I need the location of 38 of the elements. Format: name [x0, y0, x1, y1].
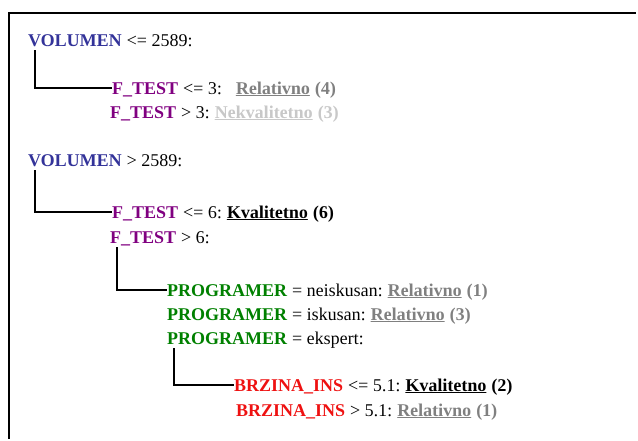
count-text: (3)	[450, 304, 471, 324]
tree-connector	[34, 170, 112, 213]
class-label: Relativno	[370, 304, 445, 324]
attribute-name: PROGRAMER	[167, 304, 287, 324]
condition-text: = ekspert:	[292, 328, 364, 348]
attribute-name: F_TEST	[112, 78, 178, 98]
attribute-name: VOLUMEN	[28, 30, 122, 50]
attribute-name: BRZINA_INS	[234, 375, 344, 395]
condition-text: > 6:	[181, 227, 210, 247]
attribute-name: F_TEST	[110, 102, 176, 122]
class-label: Kvalitetno	[226, 202, 308, 222]
count-text: (1)	[466, 280, 488, 300]
tree-connector	[34, 50, 112, 89]
count-text: (1)	[476, 400, 498, 420]
condition-text: <= 2589:	[126, 30, 192, 50]
class-label: Relativno	[397, 400, 472, 420]
condition-text: <= 5.1:	[348, 375, 400, 395]
condition-text: <= 3:	[183, 78, 222, 98]
count-text: (4)	[314, 78, 336, 98]
class-label: Kvalitetno	[405, 375, 486, 395]
attribute-name: PROGRAMER	[167, 328, 287, 348]
class-label: Relativno	[236, 78, 310, 98]
attribute-name: VOLUMEN	[28, 150, 122, 170]
condition-text: > 2589:	[126, 150, 182, 170]
attribute-name: BRZINA_INS	[236, 400, 346, 420]
tree-connector	[116, 247, 167, 291]
condition-text: > 5.1:	[350, 400, 392, 420]
attribute-name: PROGRAMER	[167, 280, 287, 300]
attribute-name: F_TEST	[112, 202, 178, 222]
condition-text: > 3:	[181, 102, 210, 122]
count-text: (2)	[491, 375, 512, 395]
class-label: Relativno	[388, 280, 462, 300]
condition-text: <= 6:	[183, 202, 222, 222]
count-text: (6)	[312, 202, 334, 222]
tree-connector	[173, 348, 234, 386]
condition-text: = neiskusan:	[292, 280, 383, 300]
attribute-name: F_TEST	[110, 227, 176, 247]
condition-text: = iskusan:	[292, 304, 366, 324]
